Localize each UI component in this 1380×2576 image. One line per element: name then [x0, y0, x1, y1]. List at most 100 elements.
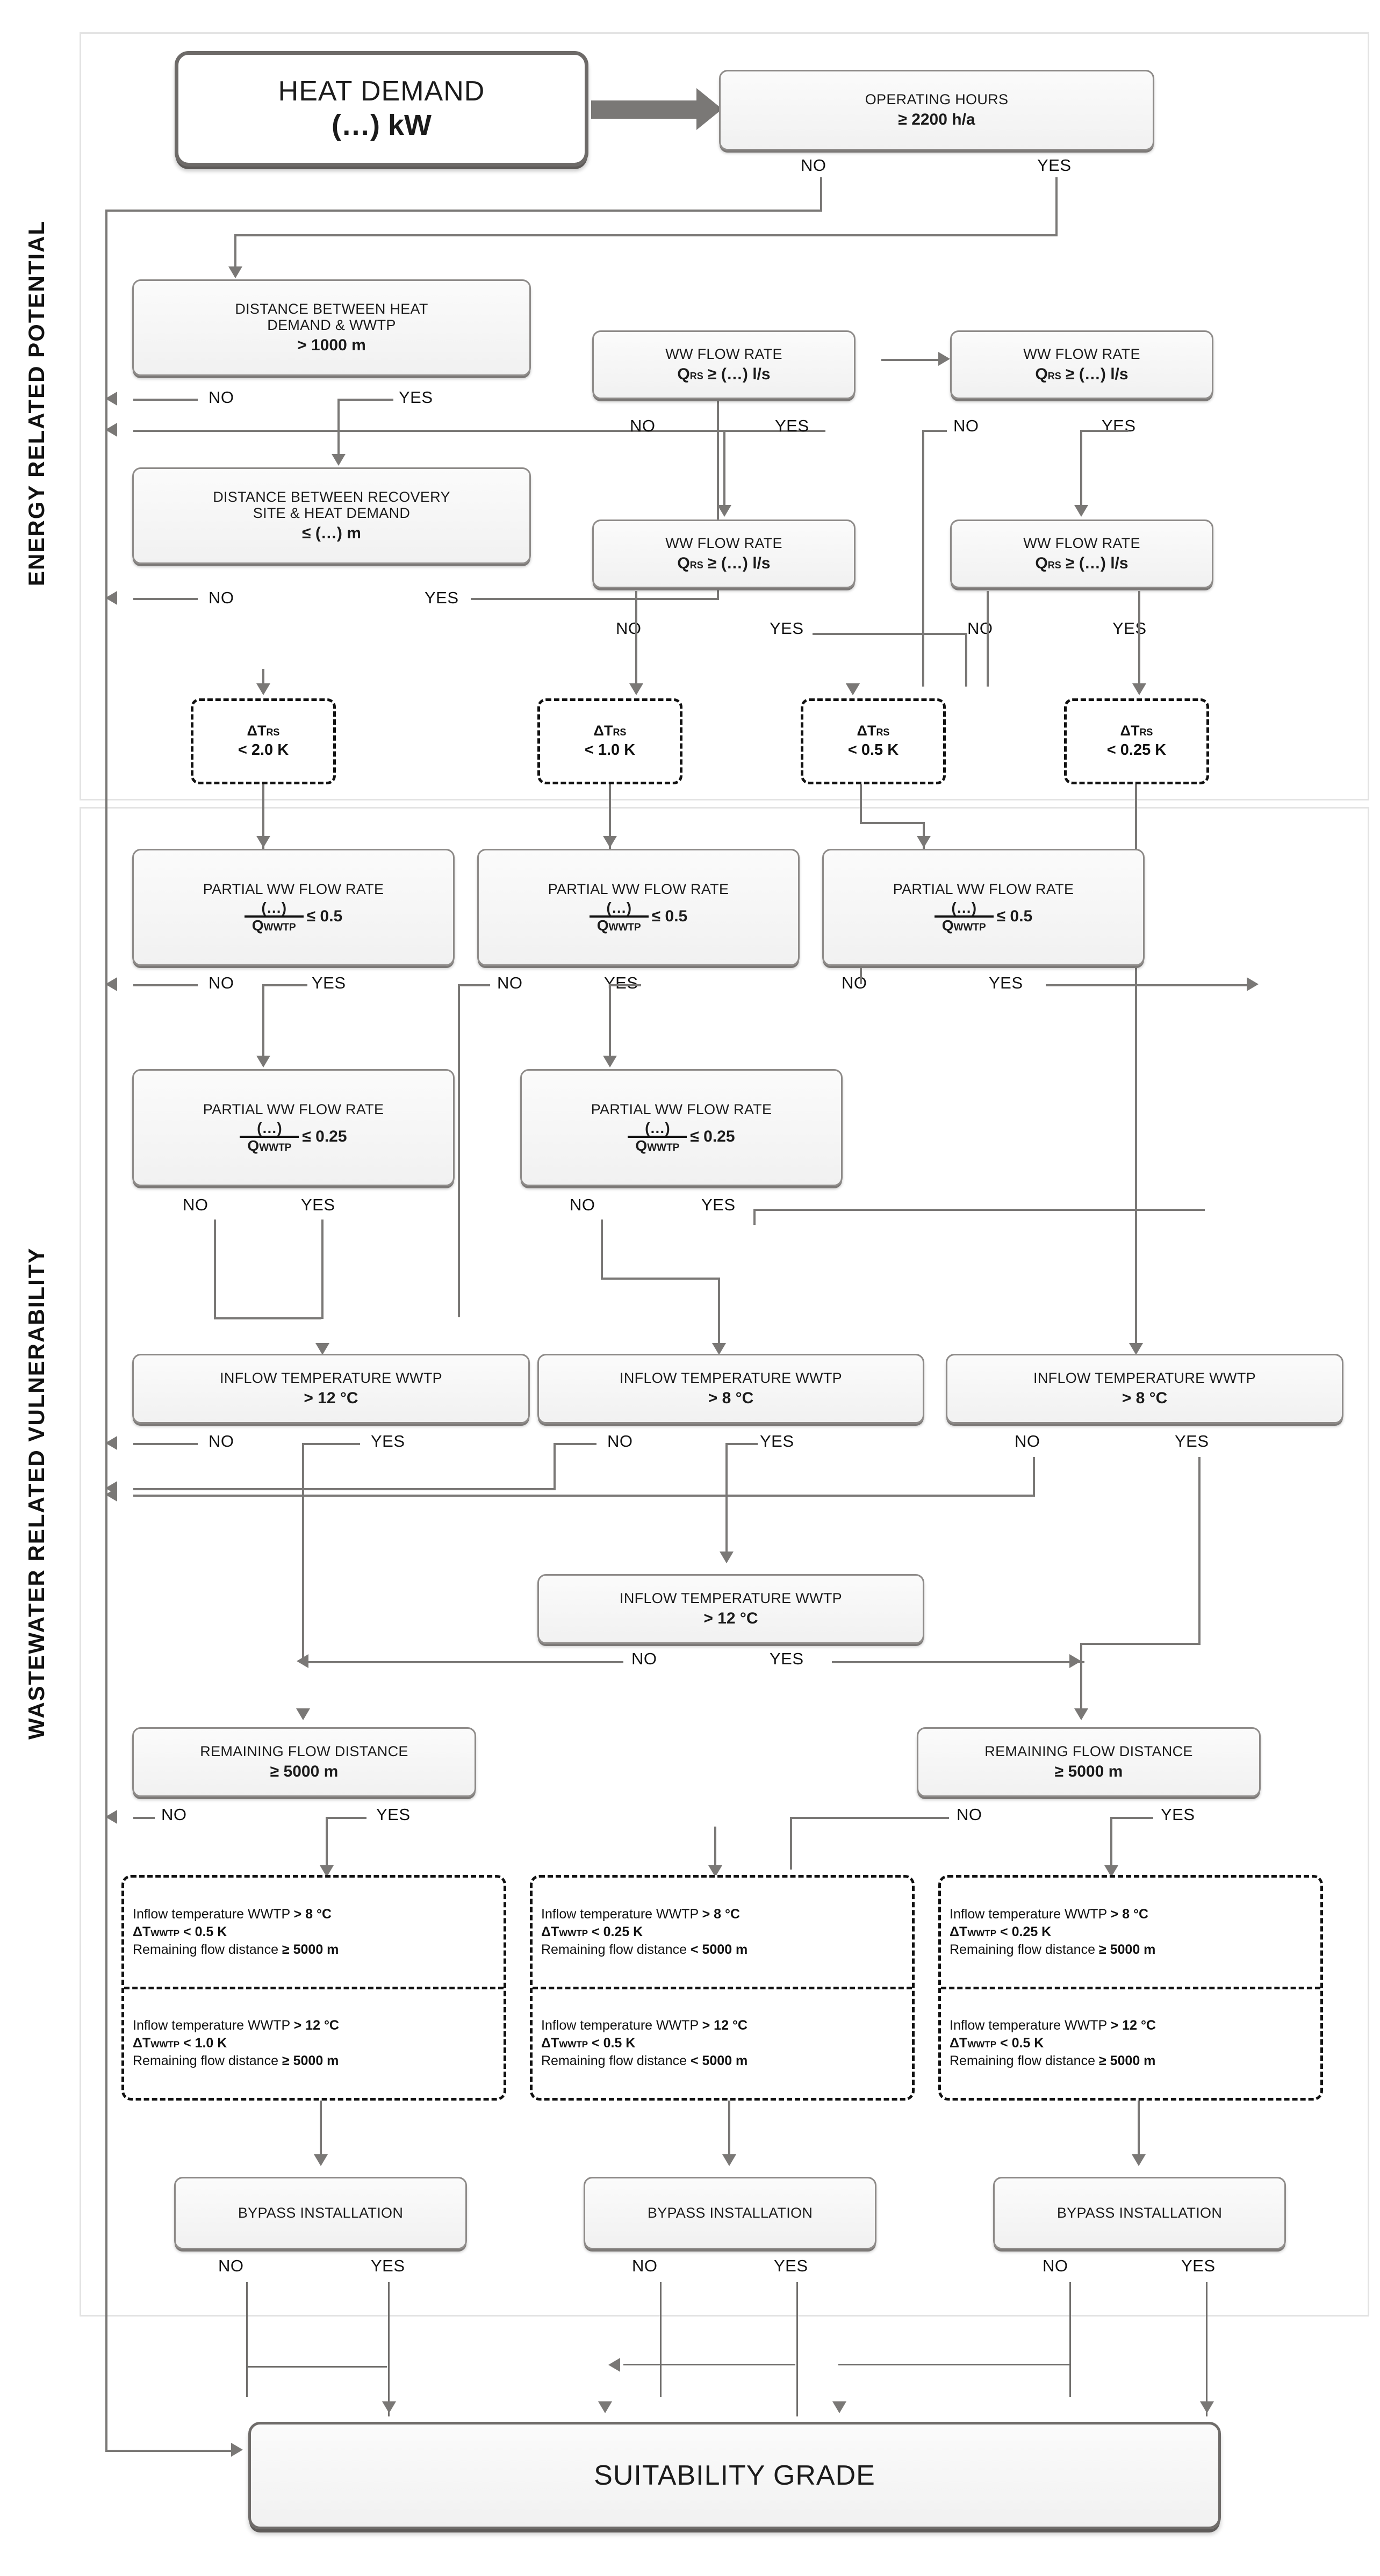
criteria-middle-bottom-line3: Remaining flow distance < 5000 m: [541, 2052, 903, 2070]
node-inflow-temperature-8-c[interactable]: INFLOW TEMPERATURE WWTP > 8 °C: [946, 1354, 1343, 1424]
inflow-12-mid-line1: INFLOW TEMPERATURE WWTP: [620, 1590, 842, 1606]
node-delta-t-rs-0-5[interactable]: ΔTRS < 0.5 K: [801, 698, 946, 784]
partial-05-a-rel: ≤ 0.5: [306, 907, 343, 926]
arrowhead-to-remaining-left: [296, 1708, 310, 1720]
criteria-left-top-l1-pre: Inflow temperature WWTP: [133, 1906, 290, 1922]
conn-partial025b-no-v2: [718, 1278, 720, 1344]
node-heat-demand[interactable]: HEAT DEMAND (…) kW: [175, 51, 588, 167]
node-ww-flow-rate-a[interactable]: WW FLOW RATE QRS ≥ (…) l/s: [592, 330, 856, 399]
node-partial-ww-flow-05-c[interactable]: PARTIAL WW FLOW RATE (…) QWWTP ≤ 0.5: [822, 849, 1145, 966]
node-delta-t-rs-0-25[interactable]: ΔTRS < 0.25 K: [1064, 698, 1209, 784]
conn-dt3-down2: [923, 822, 925, 849]
ww-flow-d-symbol: Q: [1035, 554, 1048, 572]
criteria-left-bottom-l2-sub: WWTP: [150, 2039, 180, 2050]
criteria-right-bottom-line2: ΔTWWTP < 0.5 K: [950, 2034, 1312, 2052]
criteria-box-left[interactable]: Inflow temperature WWTP > 8 °C ΔTWWTP < …: [121, 1875, 506, 2101]
conn-wwflowC-no-stub: [922, 430, 947, 432]
criteria-box-right[interactable]: Inflow temperature WWTP > 8 °C ΔTWWTP < …: [938, 1875, 1323, 2101]
remaining-left-line1: REMAINING FLOW DISTANCE: [200, 1743, 408, 1759]
label-inflow-12-a-no: NO: [209, 1432, 234, 1451]
conn-bypass3-no-h: [838, 2364, 1070, 2365]
label-partial-05-c-yes: YES: [989, 973, 1023, 992]
partial-05-c-fraction: (…) QWWTP ≤ 0.5: [934, 899, 1032, 934]
node-bypass-installation-2[interactable]: BYPASS INSTALLATION: [584, 2177, 876, 2249]
ww-flow-b-rel: ≥ (…) l/s: [708, 554, 771, 572]
node-ww-flow-rate-b[interactable]: WW FLOW RATE QRS ≥ (…) l/s: [592, 519, 856, 588]
dt-rs-1-symbol: ΔTRS: [247, 723, 280, 739]
dt-rs-4-sym: ΔT: [1120, 723, 1140, 739]
conn-partial05a-no-h: [133, 984, 198, 986]
arrowhead-inflow8c-no: [105, 1488, 117, 1502]
node-partial-ww-flow-05-a[interactable]: PARTIAL WW FLOW RATE (…) QWWTP ≤ 0.5: [132, 849, 455, 966]
node-inflow-temperature-12-mid[interactable]: INFLOW TEMPERATURE WWTP > 12 °C: [537, 1574, 924, 1644]
criteria-right-bottom-line1: Inflow temperature WWTP > 12 °C: [950, 2017, 1312, 2034]
criteria-right-top-l2-val: < 0.25 K: [1000, 1924, 1052, 1939]
inflow-8-b-line1: INFLOW TEMPERATURE WWTP: [620, 1369, 842, 1386]
node-remaining-flow-distance-left[interactable]: REMAINING FLOW DISTANCE ≥ 5000 m: [132, 1727, 476, 1797]
node-heat-demand-line1: HEAT DEMAND: [278, 76, 485, 107]
criteria-left-bottom-l3-pre: Remaining flow distance: [133, 2053, 278, 2069]
partial-025-b-num: (…): [645, 1119, 670, 1136]
inflow-12-a-line1: INFLOW TEMPERATURE WWTP: [220, 1369, 442, 1386]
criteria-right-top-l3-val: ≥ 5000 m: [1098, 1942, 1156, 1957]
label-bypass-3-no: NO: [1043, 2256, 1068, 2275]
conn-dt2-down: [609, 784, 611, 849]
node-ww-flow-d-line1: WW FLOW RATE: [1023, 535, 1140, 551]
node-inflow-temperature-8-b[interactable]: INFLOW TEMPERATURE WWTP > 8 °C: [537, 1354, 924, 1424]
criteria-left-top-l2-val: < 0.5 K: [183, 1924, 227, 1939]
node-suitability-grade[interactable]: SUITABILITY GRADE: [248, 2422, 1221, 2529]
node-ww-flow-a-line1: WW FLOW RATE: [665, 345, 782, 362]
partial-05-b-den-sym: Q: [596, 917, 609, 934]
node-inflow-temperature-12-a[interactable]: INFLOW TEMPERATURE WWTP > 12 °C: [132, 1354, 530, 1424]
partial-025-a-line1: PARTIAL WW FLOW RATE: [203, 1101, 384, 1118]
node-distance-heat-demand-wwtp[interactable]: DISTANCE BETWEEN HEAT DEMAND & WWTP > 10…: [132, 279, 531, 376]
conn-partial025b-no-h: [601, 1278, 719, 1280]
label-bypass-1-no: NO: [218, 2256, 244, 2275]
node-delta-t-rs-1-0[interactable]: ΔTRS < 1.0 K: [537, 698, 682, 784]
remaining-right-line1: REMAINING FLOW DISTANCE: [984, 1743, 1193, 1759]
label-partial-05-b-no: NO: [497, 973, 523, 992]
criteria-middle-top-l1-val: > 8 °C: [702, 1906, 741, 1922]
node-remaining-flow-distance-right[interactable]: REMAINING FLOW DISTANCE ≥ 5000 m: [917, 1727, 1261, 1797]
node-partial-ww-flow-025-a[interactable]: PARTIAL WW FLOW RATE (…) QWWTP ≤ 0.25: [132, 1069, 455, 1186]
conn-remaining-left-no-h: [133, 1817, 155, 1819]
conn-bypass2-yes-v: [796, 2282, 798, 2416]
arrowhead-to-partial-025-a: [256, 1056, 270, 1067]
conn-wwflowB-no-v: [635, 591, 637, 687]
conn-inflow8c-yes-v: [1198, 1457, 1201, 1645]
arrowhead-to-dt-0-25: [1132, 683, 1146, 695]
node-distance-recovery-heat-demand[interactable]: DISTANCE BETWEEN RECOVERY SITE & HEAT DE…: [132, 467, 531, 564]
node-partial-ww-flow-025-b[interactable]: PARTIAL WW FLOW RATE (…) QWWTP ≤ 0.25: [520, 1069, 843, 1186]
arrowhead-to-partial-025-b: [603, 1056, 617, 1067]
node-ww-flow-rate-c[interactable]: WW FLOW RATE QRS ≥ (…) l/s: [950, 330, 1213, 399]
node-partial-ww-flow-05-b[interactable]: PARTIAL WW FLOW RATE (…) QWWTP ≤ 0.5: [477, 849, 800, 966]
node-bypass-installation-1[interactable]: BYPASS INSTALLATION: [174, 2177, 467, 2249]
label-remaining-right-no: NO: [957, 1805, 982, 1824]
node-bypass-installation-3[interactable]: BYPASS INSTALLATION: [993, 2177, 1286, 2249]
label-partial-025-a-no: NO: [183, 1195, 209, 1214]
ww-flow-b-symbol: Q: [677, 554, 690, 572]
conn-partial025a-no-h: [214, 1317, 321, 1319]
criteria-middle-top-line3: Remaining flow distance < 5000 m: [541, 1941, 903, 1959]
conn-wwflowB-yes-v: [965, 633, 967, 687]
conn-a-to-c: [881, 359, 941, 361]
criteria-box-middle[interactable]: Inflow temperature WWTP > 8 °C ΔTWWTP < …: [530, 1875, 915, 2101]
node-ww-flow-rate-d[interactable]: WW FLOW RATE QRS ≥ (…) l/s: [950, 519, 1213, 588]
criteria-left-top: Inflow temperature WWTP > 8 °C ΔTWWTP < …: [124, 1878, 504, 1987]
node-delta-t-rs-2-0[interactable]: ΔTRS < 2.0 K: [191, 698, 336, 784]
label-bypass-1-yes: YES: [371, 2256, 405, 2275]
node-operating-hours[interactable]: OPERATING HOURS ≥ 2200 h/a: [719, 70, 1154, 150]
criteria-middle-bottom-line2: ΔTWWTP < 0.5 K: [541, 2034, 903, 2052]
node-ww-flow-c-line1: WW FLOW RATE: [1023, 345, 1140, 362]
dt-rs-3-sym: ΔT: [857, 723, 876, 739]
conn-remaining-right-yes-v: [1110, 1817, 1112, 1870]
conn-bypass3-yes-v: [1206, 2282, 1208, 2416]
dt-rs-3-sub: RS: [876, 727, 890, 738]
label-dist-rs-hd-no: NO: [209, 588, 234, 607]
conn-dist1-yes-h: [337, 399, 393, 401]
partial-05-a-den: QWWTP: [244, 915, 304, 933]
criteria-left-top-l2-sub: WWTP: [150, 1928, 180, 1938]
criteria-right-bottom-l2-sub: WWTP: [967, 2039, 997, 2050]
partial-05-a-line1: PARTIAL WW FLOW RATE: [203, 881, 384, 898]
conn-wwflowA-no-stub: [595, 430, 620, 432]
